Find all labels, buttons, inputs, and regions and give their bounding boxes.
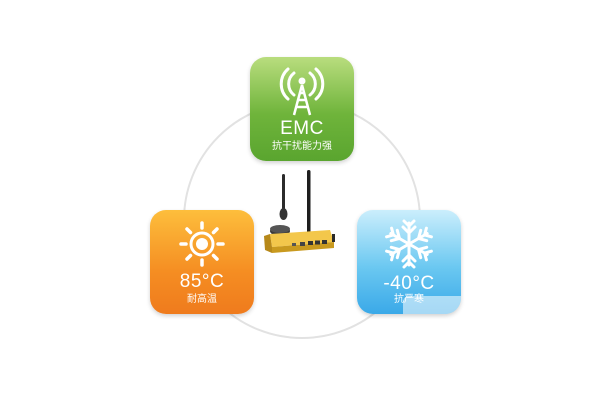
emc-card: EMC 抗干扰能力强 [250,57,354,161]
router-icon [264,170,335,253]
emc-title: EMC [280,118,324,139]
antenna-tower-icon [250,65,354,117]
high-temperature-card: 85°C 耐高温 [150,210,254,314]
cold-card-overlay [403,296,461,314]
snowflake-icon [357,218,461,270]
cold-title: -40°C [383,273,435,294]
emc-subtitle: 抗干扰能力强 [272,141,332,152]
sun-icon [150,218,254,270]
heat-subtitle: 耐高温 [187,294,217,305]
low-temperature-card: -40°C 抗严寒 [357,210,461,314]
heat-title: 85°C [179,271,225,292]
